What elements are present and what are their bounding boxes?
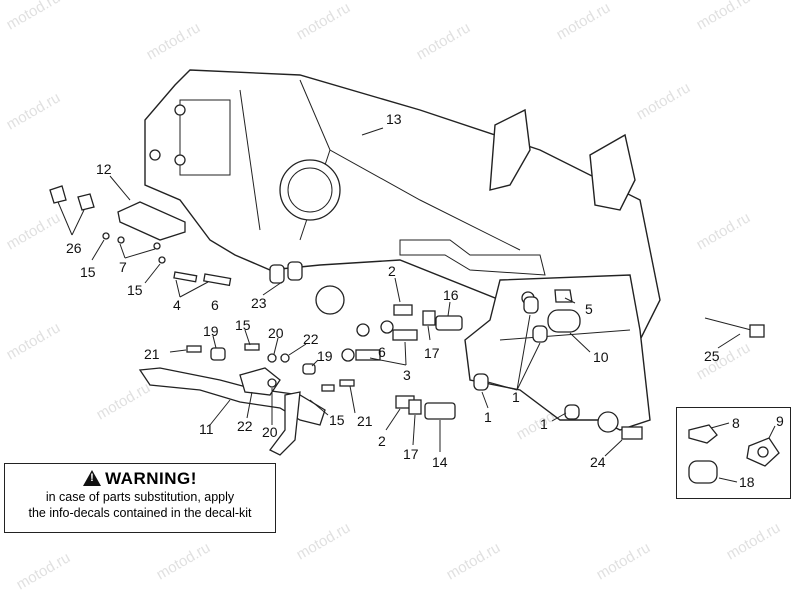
callout-15: 15 — [235, 317, 251, 333]
callout-26: 26 — [66, 240, 82, 256]
callout-8: 8 — [732, 415, 740, 431]
callout-19: 19 — [317, 348, 333, 364]
callout-20: 20 — [268, 325, 284, 341]
callout-15: 15 — [80, 264, 96, 280]
callout-18: 18 — [739, 474, 755, 490]
watermark: motod.ru — [594, 539, 654, 583]
callout-7: 7 — [119, 259, 127, 275]
callout-12: 12 — [96, 161, 112, 177]
callout-5: 5 — [585, 301, 593, 317]
callout-21: 21 — [357, 413, 373, 429]
callout-16: 16 — [443, 287, 459, 303]
callout-17: 17 — [424, 345, 440, 361]
watermark: motod.ru — [724, 519, 784, 563]
watermark: motod.ru — [4, 319, 64, 363]
watermark: motod.ru — [694, 209, 754, 253]
callout-25: 25 — [704, 348, 720, 364]
warning-title-text: WARNING! — [105, 469, 197, 488]
watermark: motod.ru — [4, 0, 64, 33]
callout-23: 23 — [251, 295, 267, 311]
callout-1: 1 — [512, 389, 520, 405]
callout-15: 15 — [127, 282, 143, 298]
parts — [49, 185, 765, 456]
warning-box: WARNING! in case of parts substitution, … — [4, 463, 276, 533]
watermark: motod.ru — [694, 339, 754, 383]
callout-15: 15 — [329, 412, 345, 428]
callout-11: 11 — [199, 421, 214, 437]
watermark: motod.ru — [154, 539, 214, 583]
warning-triangle-icon — [83, 470, 102, 486]
callout-6: 6 — [378, 344, 386, 360]
callout-9: 9 — [776, 413, 784, 429]
watermark: motod.ru — [4, 89, 64, 133]
watermark: motod.ru — [4, 209, 64, 253]
watermark: motod.ru — [144, 19, 204, 63]
watermark: motod.ru — [694, 0, 754, 33]
callout-3: 3 — [403, 367, 411, 383]
callout-22: 22 — [303, 331, 319, 347]
callout-22: 22 — [237, 418, 253, 434]
callout-2: 2 — [388, 263, 396, 279]
callout-2: 2 — [378, 433, 386, 449]
callout-labels: 13 12 26 15 7 15 4 6 23 2 16 5 25 15 19 … — [66, 111, 720, 470]
watermark: motod.ru — [414, 19, 474, 63]
callout-1: 1 — [540, 416, 548, 432]
watermark: motod.ru — [294, 519, 354, 563]
warning-title: WARNING! — [5, 469, 275, 489]
watermark: motod.ru — [634, 79, 694, 123]
leader-lines — [57, 127, 741, 457]
warning-line-2: the info-decals contained in the decal-k… — [28, 506, 252, 520]
watermark: motod.ru — [294, 0, 354, 43]
callout-20: 20 — [262, 424, 278, 440]
callout-14: 14 — [432, 454, 448, 470]
watermark: motod.ru — [554, 0, 614, 43]
callout-17: 17 — [403, 446, 419, 462]
callout-21: 21 — [144, 346, 160, 362]
inset-parts: 8 9 18 — [688, 413, 784, 490]
callout-24: 24 — [590, 454, 606, 470]
main-frame — [144, 69, 661, 433]
watermark: motod.ru — [444, 539, 504, 583]
callout-6: 6 — [211, 297, 219, 313]
watermark: motod.ru — [14, 549, 74, 593]
inset-box: 8 9 18 — [676, 407, 791, 499]
warning-line-1: in case of parts substitution, apply — [45, 490, 235, 504]
callout-4: 4 — [173, 297, 181, 313]
watermark: motod.ru — [94, 379, 154, 423]
callout-13: 13 — [386, 111, 402, 127]
callout-1: 1 — [484, 409, 492, 425]
callout-19: 19 — [203, 323, 219, 339]
callout-10: 10 — [593, 349, 609, 365]
